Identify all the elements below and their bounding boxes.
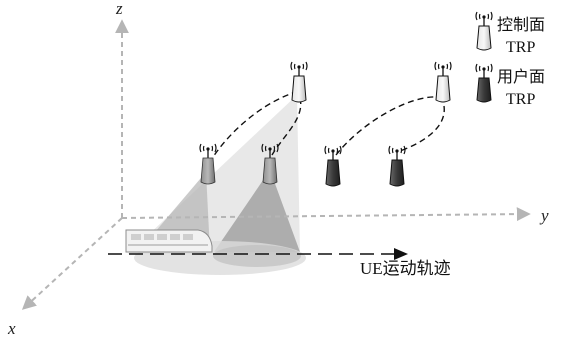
y-axis — [121, 207, 531, 222]
legend-control-plane-sublabel: TRP — [506, 39, 535, 56]
ue-trajectory: UE运动轨迹 — [108, 248, 451, 278]
handover-link-4 — [399, 105, 445, 152]
legend-user-plane-icon — [475, 63, 493, 103]
y-axis-label: y — [539, 206, 549, 225]
trp-towers — [199, 61, 452, 187]
user-plane-trp-4 — [388, 145, 406, 187]
legend-control-plane-label: 控制面 — [497, 16, 545, 34]
legend-control-plane-icon — [475, 11, 493, 51]
handover-link-3 — [335, 96, 439, 156]
handover-link-1 — [208, 92, 294, 164]
z-axis-label: z — [115, 0, 123, 18]
legend-user-plane-label: 用户面 — [497, 68, 545, 86]
user-plane-trp-1 — [199, 143, 217, 185]
coordinate-axes: z y x — [7, 0, 549, 338]
control-plane-trp-2 — [434, 61, 452, 103]
handover-link-2 — [271, 97, 302, 156]
train-icon — [125, 229, 213, 253]
trajectory-label: UE运动轨迹 — [360, 259, 451, 278]
handover-links — [208, 92, 445, 164]
user-plane-trp-3 — [324, 145, 342, 187]
coverage-footprint-ellipse-inner — [213, 245, 301, 267]
legend: 控制面 TRP 用户面 TRP — [475, 11, 545, 108]
trajectory-arrowhead — [394, 248, 408, 260]
user-plane-coverage-beam-right — [214, 170, 300, 252]
legend-user-plane-sublabel: TRP — [506, 91, 535, 108]
control-plane-trp-1 — [290, 61, 308, 103]
x-axis-label: x — [7, 319, 16, 338]
user-plane-trp-2 — [261, 143, 279, 185]
x-axis — [21, 217, 123, 310]
